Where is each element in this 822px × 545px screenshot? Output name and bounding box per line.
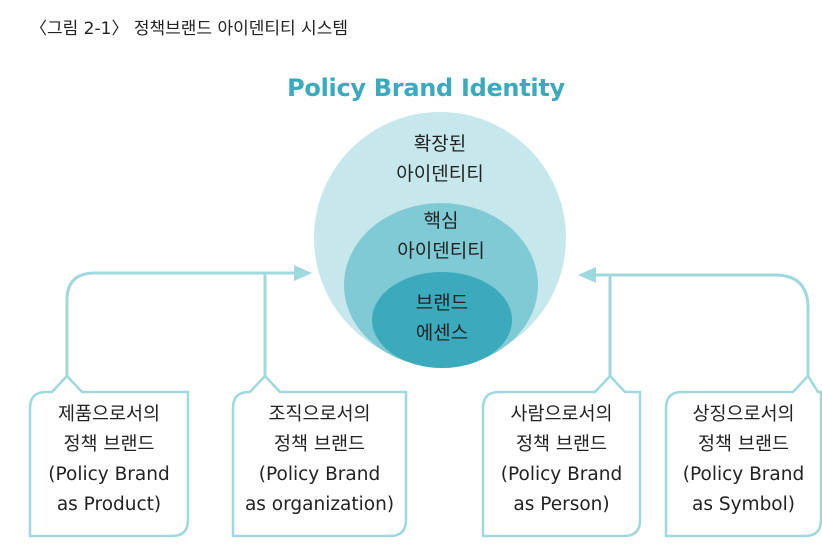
box-symbol-line-3: (Policy Brand <box>682 464 805 485</box>
box-organization-line-2: 정책 브랜드 <box>274 434 365 455</box>
outer-circle-line-1: 확장된 <box>413 133 467 155</box>
inner-circle <box>372 272 512 368</box>
box-person-line-3: (Policy Brand <box>500 464 623 485</box>
arrow-head-left <box>294 265 312 281</box>
box-organization-line-3: (Policy Brand <box>258 464 381 485</box>
box-organization-line-1: 조직으로서의 <box>268 404 371 425</box>
connector-left-outer <box>65 271 296 392</box>
box-product-frame <box>28 374 190 538</box>
box-product-line-3: (Policy Brand <box>48 464 170 485</box>
middle-circle-line-2: 아이덴티티 <box>397 240 485 262</box>
box-symbol-label: 상징으로서의 정책 브랜드 (Policy Brand as Symbol) <box>666 400 821 520</box>
box-product-line-1: 제품으로서의 <box>57 404 161 425</box>
box-person-line-2: 정책 브랜드 <box>516 434 607 455</box>
box-symbol-line-2: 정책 브랜드 <box>698 434 789 455</box>
box-product-label: 제품으로서의 정책 브랜드 (Policy Brand as Product) <box>30 400 188 520</box>
connector-right-outer <box>596 273 810 392</box>
box-organization-frame <box>231 374 408 538</box>
box-product-line-2: 정책 브랜드 <box>63 434 155 455</box>
box-symbol-line-4: as Symbol) <box>692 494 795 515</box>
outer-circle-label: 확장된 아이덴티티 <box>350 129 530 189</box>
outer-circle-line-2: 아이덴티티 <box>396 163 484 185</box>
box-organization-label: 조직으로서의 정책 브랜드 (Policy Brand as organizat… <box>233 400 406 520</box>
diagram-title: Policy Brand Identity <box>287 74 565 102</box>
inner-circle-line-1: 브랜드 <box>415 292 469 314</box>
inner-circle-line-2: 에센스 <box>415 322 469 344</box>
figure-caption: 〈그림 2-1〉 정책브랜드 아이덴티티 시스템 <box>30 19 348 39</box>
box-person-line-4: as Person) <box>513 494 610 515</box>
box-person-line-1: 사람으로서의 <box>510 404 613 425</box>
inner-circle-label: 브랜드 에센스 <box>352 288 532 348</box>
middle-circle-line-1: 핵심 <box>423 210 459 232</box>
box-symbol-line-1: 상징으로서의 <box>692 404 795 425</box>
box-product-line-4: as Product) <box>56 494 162 515</box>
box-person-label: 사람으로서의 정책 브랜드 (Policy Brand as Person) <box>483 400 640 520</box>
arrow-head-right <box>578 267 596 283</box>
box-person-frame <box>481 374 642 538</box>
middle-circle-label: 핵심 아이덴티티 <box>351 206 531 266</box>
box-organization-line-4: as organization) <box>244 494 395 515</box>
box-symbol-frame <box>664 373 822 538</box>
